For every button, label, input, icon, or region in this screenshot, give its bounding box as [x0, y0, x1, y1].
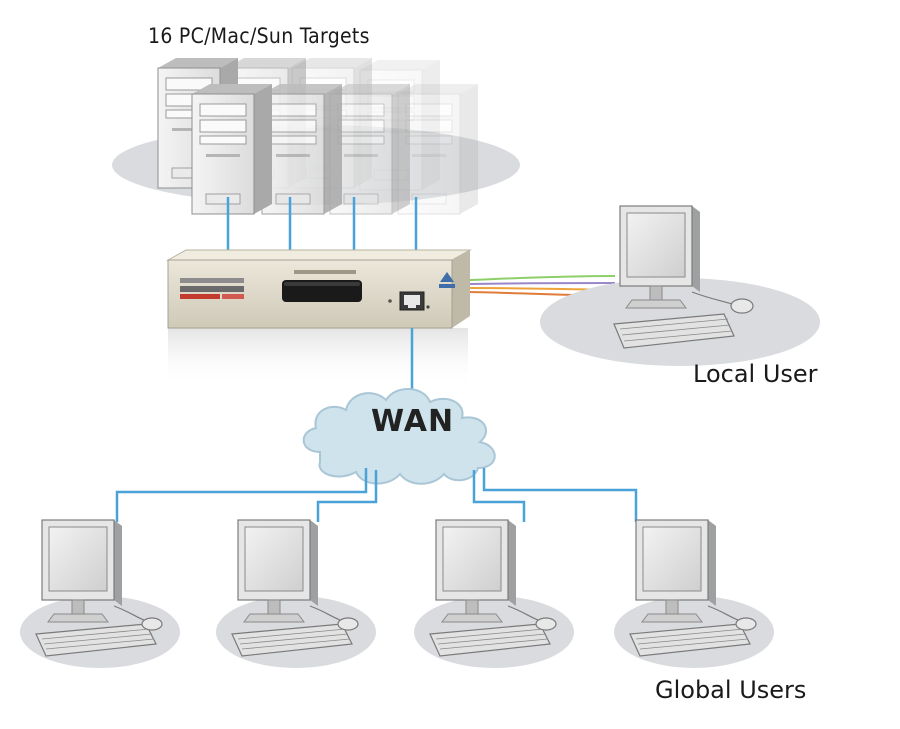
global-links	[115, 468, 638, 522]
kvm-switch-icon	[166, 249, 472, 388]
global-user-4	[613, 519, 775, 669]
global-users-label: Global Users	[655, 676, 807, 704]
target-towers	[157, 57, 479, 215]
cloud-icon	[302, 387, 496, 485]
wan-label: WAN	[371, 404, 455, 439]
global-user-2	[215, 519, 377, 669]
local-user-workstation	[613, 205, 754, 349]
targets-label: 16 PC/Mac/Sun Targets	[148, 24, 370, 48]
global-user-1	[19, 519, 181, 669]
mouse-icon	[730, 298, 754, 314]
global-user-3	[413, 519, 575, 669]
target-links	[226, 197, 418, 255]
local-user-label: Local User	[693, 360, 818, 388]
